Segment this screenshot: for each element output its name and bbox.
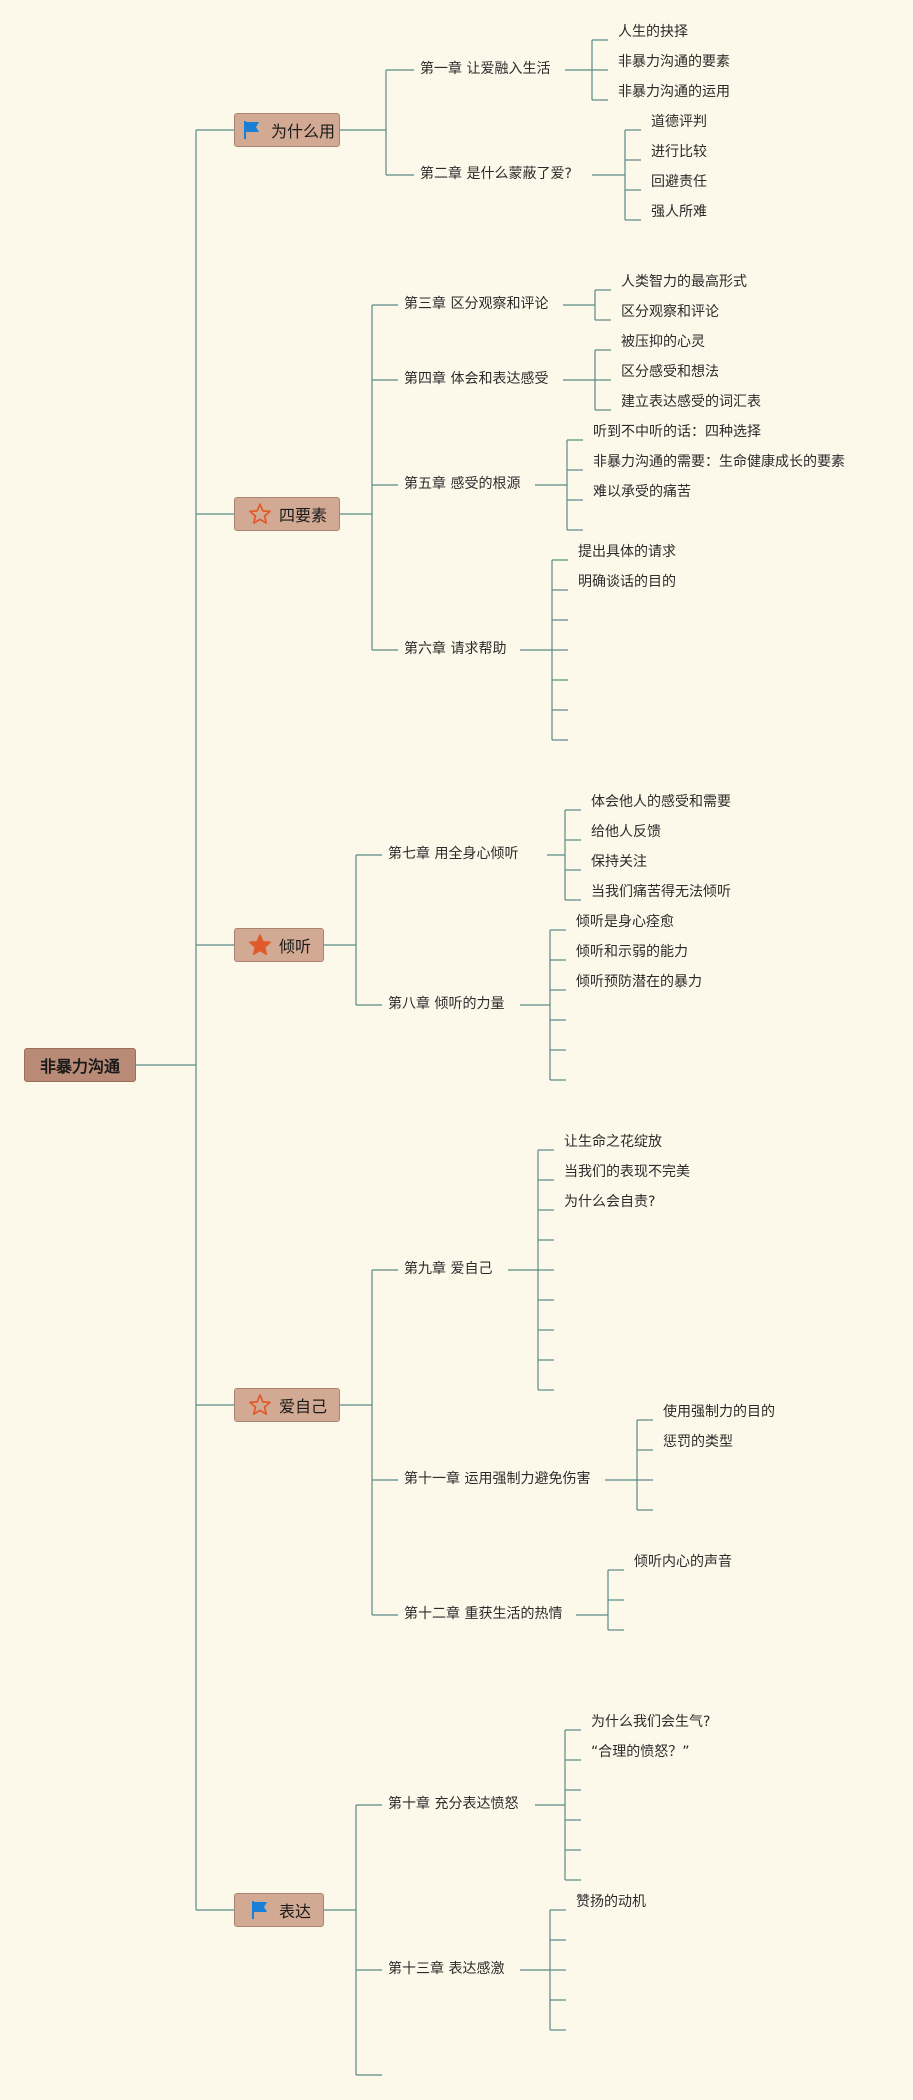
star-outline-icon [247,1392,273,1418]
chapter-node[interactable]: 第十三章 表达感激 [388,1961,505,1977]
chapter-node[interactable]: 第十一章 运用强制力避免伤害 [404,1471,591,1487]
leaf-node[interactable]: 回避责任 [651,174,707,190]
topic-label: 表达 [278,1902,311,1921]
leaf-node[interactable]: 强人所难 [651,204,707,220]
leaf-node[interactable]: 为什么会自责? [564,1194,656,1210]
chapter-node[interactable]: 第十二章 重获生活的热情 [404,1606,563,1622]
leaf-node[interactable]: 非暴力沟通的需要：生命健康成长的要素 [593,454,845,470]
leaf-node[interactable]: 让生命之花绽放 [564,1134,662,1150]
leaf-node[interactable]: 进行比较 [651,144,707,160]
chapter-node[interactable]: 第三章 区分观察和评论 [404,296,549,312]
chapter-node[interactable]: 第九章 爱自己 [404,1261,493,1277]
leaf-node[interactable]: 使用强制力的目的 [663,1404,775,1420]
leaf-node[interactable]: 道德评判 [651,114,707,130]
leaf-node[interactable]: 提出具体的请求 [578,544,676,560]
chapter-node[interactable]: 第四章 体会和表达感受 [404,371,549,387]
leaf-node[interactable]: 倾听预防潜在的暴力 [576,974,702,990]
leaf-node[interactable]: 倾听是身心痊愈 [576,914,674,930]
leaf-node[interactable]: 体会他人的感受和需要 [591,794,731,810]
topic-label: 倾听 [278,937,311,956]
topic-4[interactable]: 表达 [234,1893,324,1927]
topic-1[interactable]: 四要素 [234,497,340,531]
chapter-node[interactable]: 第十章 充分表达愤怒 [388,1796,519,1812]
chapter-node[interactable]: 第五章 感受的根源 [404,476,521,492]
flag-icon [239,117,265,143]
topic-2[interactable]: 倾听 [234,928,324,962]
leaf-node[interactable]: 听到不中听的话：四种选择 [593,424,761,440]
leaf-node[interactable]: 倾听和示弱的能力 [576,944,688,960]
topic-3[interactable]: 爱自己 [234,1388,340,1422]
leaf-node[interactable]: “合理的愤怒？” [591,1744,690,1760]
topic-label: 四要素 [278,506,327,525]
star-filled-icon [247,932,273,958]
leaf-node[interactable]: 建立表达感受的词汇表 [621,394,761,410]
chapter-node[interactable]: 第一章 让爱融入生活 [420,61,551,77]
leaf-node[interactable]: 为什么我们会生气? [591,1714,711,1730]
star-outline-icon [247,501,273,527]
leaf-node[interactable]: 倾听内心的声音 [634,1554,732,1570]
topic-label: 爱自己 [278,1397,327,1416]
leaf-node[interactable]: 被压抑的心灵 [621,334,705,350]
topic-label: 为什么用 [270,122,335,141]
chapter-node[interactable]: 第七章 用全身心倾听 [388,846,519,862]
leaf-node[interactable]: 保持关注 [591,854,647,870]
leaf-node[interactable]: 人生的抉择 [618,24,688,40]
chapter-node[interactable]: 第六章 请求帮助 [404,641,507,657]
topic-0[interactable]: 为什么用 [234,113,340,147]
leaf-node[interactable]: 给他人反馈 [591,824,661,840]
leaf-node[interactable]: 区分观察和评论 [621,304,719,320]
leaf-node[interactable]: 人类智力的最高形式 [621,274,747,290]
leaf-node[interactable]: 非暴力沟通的运用 [618,84,730,100]
flag-icon [247,1897,273,1923]
leaf-node[interactable]: 难以承受的痛苦 [593,484,691,500]
leaf-node[interactable]: 明确谈话的目的 [578,574,676,590]
leaf-node[interactable]: 惩罚的类型 [663,1434,733,1450]
chapter-node[interactable]: 第八章 倾听的力量 [388,996,505,1012]
chapter-node[interactable]: 第二章 是什么蒙蔽了爱? [420,166,572,182]
leaf-node[interactable]: 赞扬的动机 [576,1894,646,1910]
leaf-node[interactable]: 当我们的表现不完美 [564,1164,690,1180]
root-topic[interactable]: 非暴力沟通 [24,1048,136,1082]
leaf-node[interactable]: 非暴力沟通的要素 [618,54,730,70]
leaf-node[interactable]: 区分感受和想法 [621,364,719,380]
leaf-node[interactable]: 当我们痛苦得无法倾听 [591,884,731,900]
